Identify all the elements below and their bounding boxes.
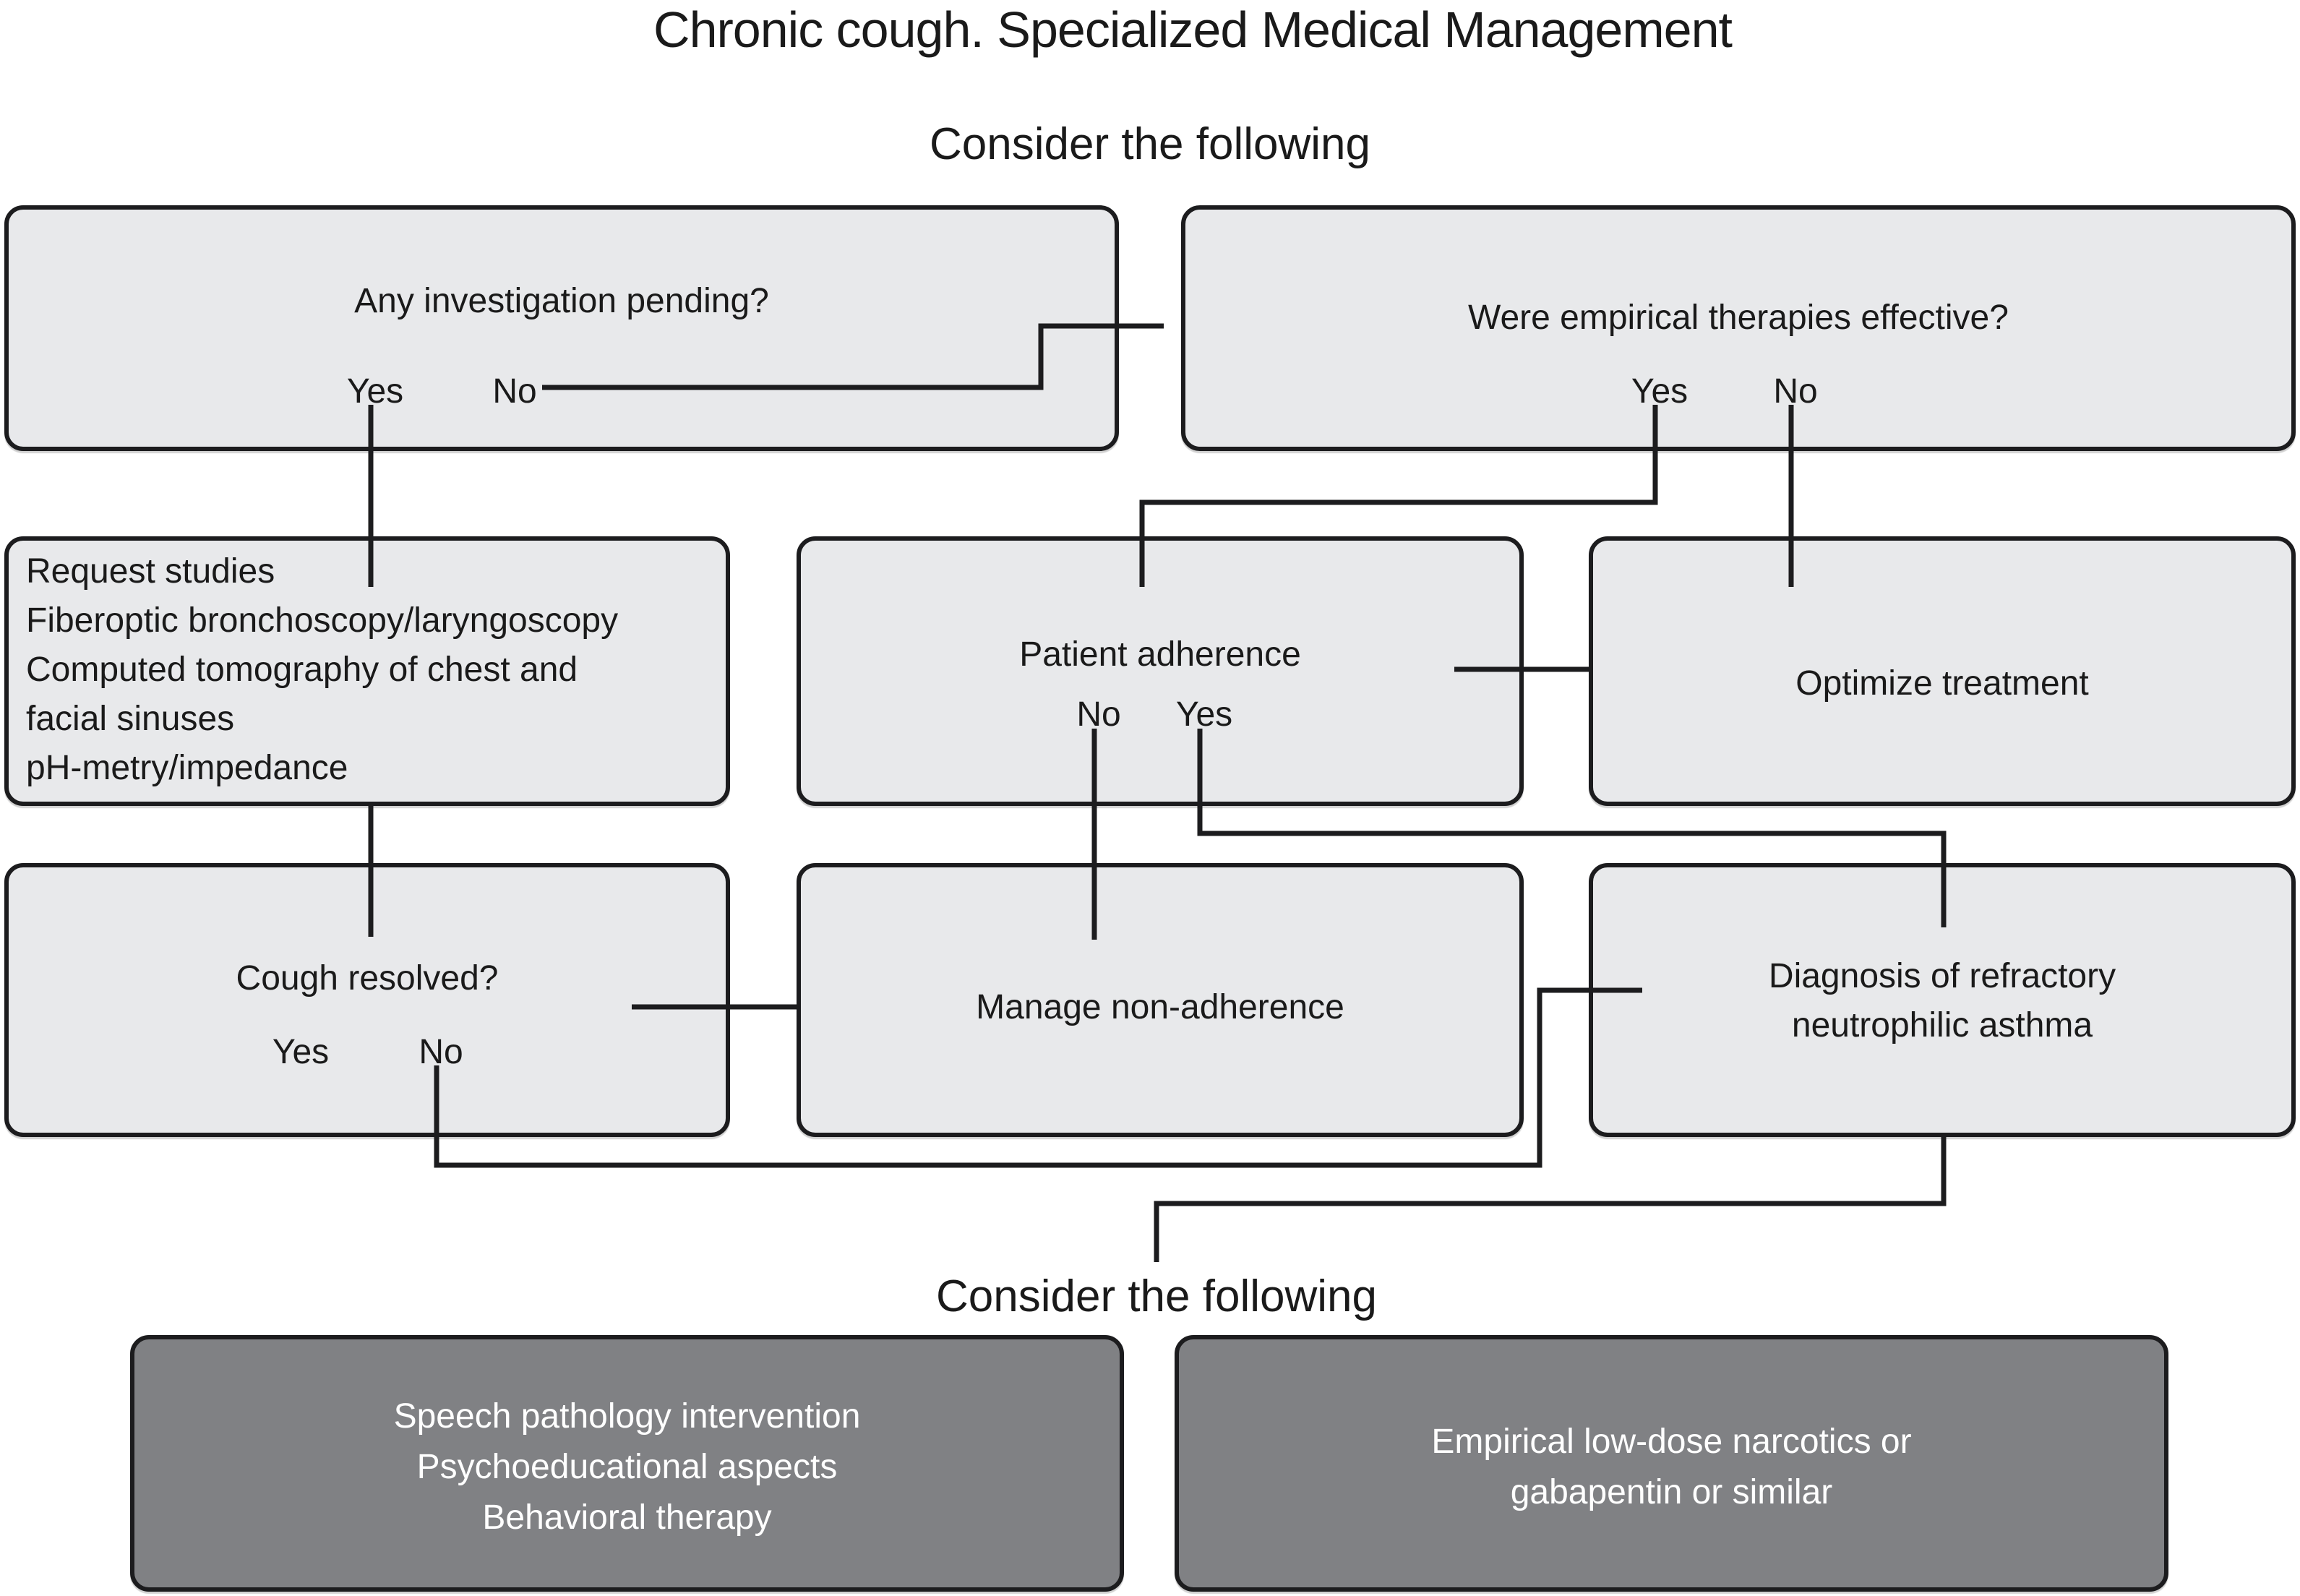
investigation-question: Any investigation pending? <box>354 282 769 320</box>
refractory-line-2: neutrophilic asthma <box>1791 1006 2093 1044</box>
arrow-refractory-to-consider-bottom <box>1154 1137 1947 1262</box>
investigation-yes-label: Yes <box>346 372 404 411</box>
speech-line-3: Behavioral therapy <box>482 1498 772 1537</box>
box-refractory-asthma: Diagnosis of refractory neutrophilic ast… <box>1589 863 2296 1137</box>
refractory-line-1: Diagnosis of refractory <box>1768 957 2116 995</box>
empirical-question: Were empirical therapies effective? <box>1468 299 2009 337</box>
consider-following-top: Consider the following <box>929 119 1370 169</box>
box-empirical-narcotics: Empirical low-dose narcotics or gabapent… <box>1175 1335 2168 1592</box>
cough-resolved-yes-label: Yes <box>272 1033 330 1071</box>
investigation-no-label: No <box>492 372 537 411</box>
manage-label: Manage non-adherence <box>976 988 1344 1026</box>
box-patient-adherence: Patient adherence No Yes <box>797 536 1524 806</box>
cough-resolved-question: Cough resolved? <box>236 959 499 998</box>
box-any-investigation-pending: Any investigation pending? Yes No <box>4 205 1119 451</box>
speech-line-1: Speech pathology intervention <box>393 1397 861 1436</box>
box-cough-resolved: Cough resolved? Yes No <box>4 863 730 1137</box>
request-studies-line-1: Request studies <box>26 552 275 591</box>
empirical-no-label: No <box>1773 372 1818 411</box>
optimize-label: Optimize treatment <box>1795 664 2089 703</box>
narcotics-line-1: Empirical low-dose narcotics or <box>1431 1423 1912 1461</box>
adherence-title: Patient adherence <box>1019 635 1301 674</box>
empirical-yes-label: Yes <box>1631 372 1688 411</box>
box-request-studies: Request studies Fiberoptic bronchoscopy/… <box>4 536 730 806</box>
adherence-no-label: No <box>1076 695 1121 734</box>
request-studies-line-5: pH-metry/impedance <box>26 749 348 787</box>
cough-resolved-no-label: No <box>419 1033 463 1071</box>
page-title: Chronic cough. Specialized Medical Manag… <box>653 1 1733 58</box>
consider-following-bottom: Consider the following <box>935 1271 1377 1321</box>
request-studies-line-4: facial sinuses <box>26 700 235 738</box>
adherence-yes-label: Yes <box>1175 695 1233 734</box>
box-optimize-treatment: Optimize treatment <box>1589 536 2296 806</box>
request-studies-line-2: Fiberoptic bronchoscopy/laryngoscopy <box>26 601 619 640</box>
speech-line-2: Psychoeducational aspects <box>416 1448 838 1486</box>
request-studies-line-3: Computed tomography of chest and <box>26 651 578 689</box>
narcotics-line-2: gabapentin or similar <box>1510 1473 1833 1511</box>
box-speech-pathology: Speech pathology intervention Psychoeduc… <box>130 1335 1124 1592</box>
box-empirical-therapies-effective: Were empirical therapies effective? Yes … <box>1181 205 2296 451</box>
box-manage-non-adherence: Manage non-adherence <box>797 863 1524 1137</box>
